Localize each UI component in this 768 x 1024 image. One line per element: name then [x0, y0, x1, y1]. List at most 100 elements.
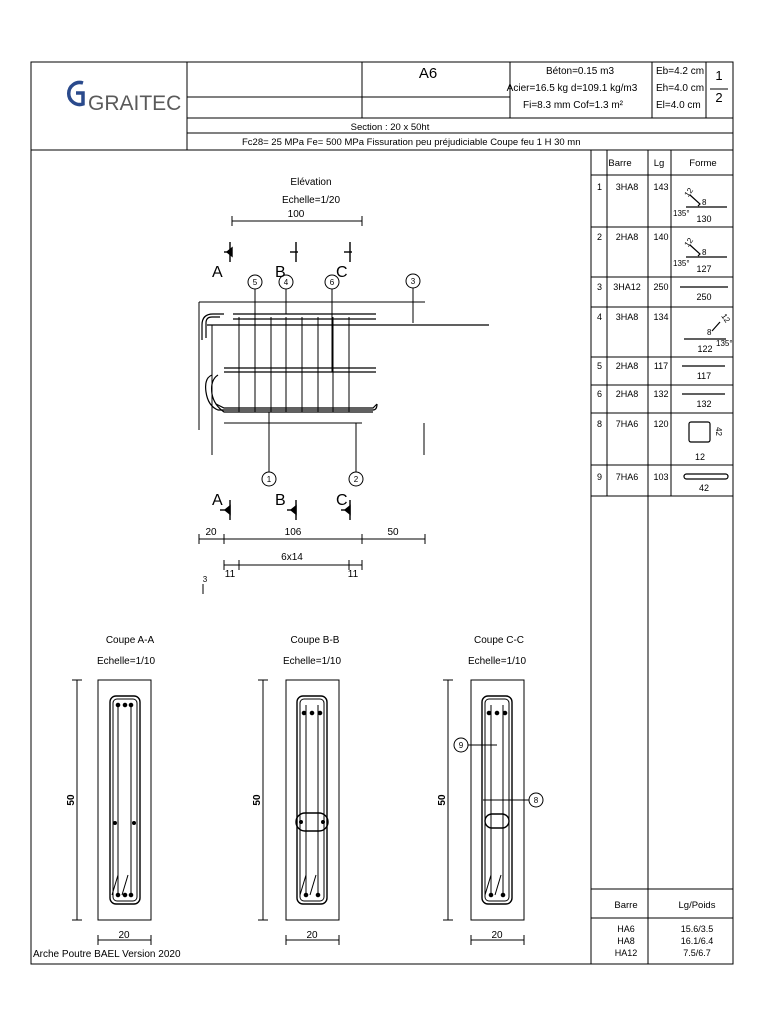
bar-mark-4: 4	[284, 278, 289, 287]
bar-mark-5: 5	[253, 278, 258, 287]
bar-diameter-info: Fi=8.3 mm Cof=1.3 m²	[523, 100, 624, 111]
section-c-title: Coupe C-C	[474, 635, 524, 646]
bar-row-4-dim-main: 122	[697, 344, 712, 354]
bar-row-8-number: 8	[597, 419, 602, 429]
stirrups-elevation	[238, 317, 350, 412]
stirrup-spacing: 6x14	[281, 552, 303, 563]
bar-row-1-angle: 135°	[673, 209, 690, 218]
beam-name: A6	[419, 65, 437, 82]
summary-row-1-value: 15.6/3.5	[681, 924, 714, 934]
bar-row-2-shape	[686, 244, 727, 258]
bar-row-4-length: 134	[653, 312, 668, 322]
section-label: Section : 20 x 50ht	[351, 122, 430, 133]
bar-row-3-length: 250	[653, 282, 668, 292]
cut-label-c-top: C	[336, 264, 348, 281]
page-number: 1	[715, 68, 722, 83]
bar-row-6-length: 132	[653, 389, 668, 399]
concrete-quantity: Béton=0.15 m3	[546, 66, 615, 77]
bar-row-1-bar: 3HA8	[616, 182, 639, 192]
bar-row-4-number: 4	[597, 312, 602, 322]
section-b-height: 50	[252, 794, 263, 806]
bar-table-grid	[590, 150, 733, 964]
elevation-scale: Echelle=1/20	[282, 195, 341, 206]
bar-row-2-bar: 2HA8	[616, 232, 639, 242]
bar-row-2-dim-hook: 12	[683, 236, 696, 249]
summary-row-1-bar: HA6	[617, 924, 635, 934]
section-c-width: 20	[491, 930, 503, 941]
bar-row-1-dim-main: 130	[696, 214, 711, 224]
dim-left-overhang: 20	[205, 527, 217, 538]
bar-row-2-angle: 135°	[673, 259, 690, 268]
section-a-width: 20	[118, 930, 130, 941]
logo-text: GRAITEC	[88, 92, 181, 115]
cut-label-b-top: B	[275, 264, 286, 281]
bar-row-5-length: 117	[654, 361, 668, 371]
bar-row-2-dim-leg: 8	[702, 248, 707, 257]
cover-el: El=4.0 cm	[656, 100, 701, 111]
bar-table-header-forme: Forme	[689, 158, 716, 169]
bar-row-8-bar: 7HA6	[616, 419, 639, 429]
bar-mark-3: 3	[411, 277, 416, 286]
summary-header-barre: Barre	[614, 900, 637, 911]
bar-row-9-dim-main: 42	[699, 483, 709, 493]
bar-row-4-dim-hook: 12	[719, 312, 732, 325]
cut-label-c-bottom: C	[336, 492, 348, 509]
section-a-title: Coupe A-A	[106, 635, 155, 646]
bar-row-9-length: 103	[653, 472, 668, 482]
bar-row-4-angle: 135°	[716, 339, 733, 348]
cut-label-a-top: A	[212, 264, 223, 281]
bar-row-8-dim-width: 12	[695, 452, 705, 462]
section-a-height: 50	[66, 794, 77, 806]
cut-arrows-top	[224, 242, 352, 262]
bar-row-4-shape	[684, 321, 726, 340]
bar-mark-bubbles-bottom	[261, 412, 364, 487]
bar-row-6-dim-main: 132	[696, 399, 711, 409]
bar-mark-6: 6	[330, 278, 335, 287]
bar-row-9-number: 9	[597, 472, 602, 482]
bar-table-header-barre: Barre	[608, 158, 631, 169]
bar-row-1-number: 1	[597, 182, 602, 192]
bar-mark-bubbles-top	[247, 273, 421, 372]
bar-mark-1: 1	[267, 475, 272, 484]
materials-label: Fc28= 25 MPa Fe= 500 MPa Fissuration peu…	[242, 137, 581, 148]
bar-row-4-bar: 3HA8	[616, 312, 639, 322]
bar-row-9-shape	[683, 473, 729, 480]
bar-row-8-dim-height: 42	[714, 427, 723, 436]
bar-mark-2: 2	[354, 475, 359, 484]
bar-row-2-length: 140	[653, 232, 668, 242]
cut-label-a-bottom: A	[212, 492, 223, 509]
bar-row-1-dim-hook: 12	[683, 186, 696, 199]
page-total: 2	[715, 90, 722, 105]
section-c-height: 50	[437, 794, 448, 806]
cut-label-b-bottom: B	[275, 492, 286, 509]
software-footer: Arche Poutre BAEL Version 2020	[33, 949, 181, 960]
bar-row-9-bar: 7HA6	[616, 472, 639, 482]
graitec-logo: GRAITEC	[67, 80, 181, 115]
dim-span: 106	[285, 527, 302, 538]
section-b-width: 20	[306, 930, 318, 941]
title-block-frame	[30, 61, 734, 965]
section-c-mark-8: 8	[534, 796, 539, 805]
bar-row-5-bar: 2HA8	[616, 361, 639, 371]
elevation-dim-top: 100	[288, 209, 305, 220]
section-c-mark-9: 9	[459, 741, 464, 750]
section-c-drawing	[443, 679, 544, 945]
section-b-drawing	[258, 679, 340, 945]
section-b-title: Coupe B-B	[291, 635, 340, 646]
elevation-title: Elévation	[290, 177, 331, 188]
bar-row-4-dim-leg: 8	[707, 328, 712, 337]
bar-row-1-shape	[686, 194, 727, 208]
bar-row-5-dim-main: 117	[697, 371, 711, 381]
bar-row-8-shape	[688, 421, 711, 443]
bar-row-2-number: 2	[597, 232, 602, 242]
bar-row-1-length: 143	[653, 182, 668, 192]
elevation-dims-bottom	[198, 534, 426, 570]
summary-row-3-bar: HA12	[615, 948, 638, 958]
section-b-scale: Echelle=1/10	[283, 656, 342, 667]
summary-row-2-bar: HA8	[617, 936, 635, 946]
cover-eb: Eb=4.2 cm	[656, 66, 704, 77]
cut-arrows-bottom	[220, 500, 351, 520]
summary-row-3-value: 7.5/6.7	[683, 948, 711, 958]
bar-row-2-dim-main: 127	[696, 264, 711, 274]
